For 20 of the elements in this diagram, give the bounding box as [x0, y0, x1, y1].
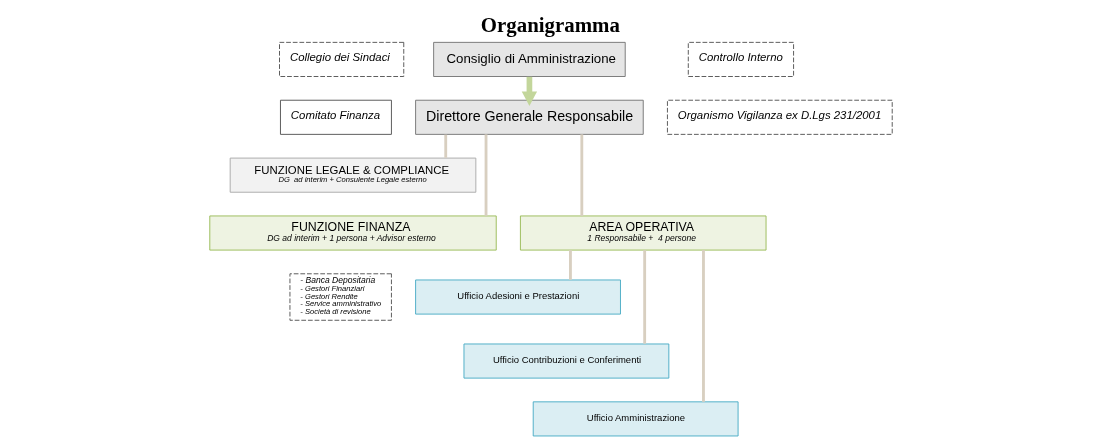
node-box: - Banca Depositaria - Gestori Finanziari - Gestori Rendite - Service amministrativo - Società di revisione [288, 273, 392, 321]
node-box: Consiglio di Amministrazione [432, 41, 626, 77]
node-box: Controllo Interno [687, 41, 794, 77]
node-box: Collegio dei Sindaci [278, 41, 404, 77]
connector [443, 134, 447, 158]
connector [701, 250, 705, 402]
node-box: Ufficio Adesioni e Prestazioni [414, 279, 621, 315]
node-box: FUNZIONE LEGALE & COMPLIANCE DG ad interim + Consulente Legale esterno [229, 157, 476, 193]
connector [484, 134, 487, 216]
node-box: Organismo Vigilanza ex D.Lgs 231/2001 [666, 99, 893, 135]
node-box: AREA OPERATIVA 1 Responsabile + 4 persone [519, 215, 767, 251]
connector [642, 250, 646, 344]
node-box: Direttore Generale Responsabile [414, 99, 644, 135]
node-box: Ufficio Contribuzioni e Conferimenti [463, 343, 669, 379]
node-box: FUNZIONE FINANZA DG ad interim + 1 persona + Advisor esterno [208, 215, 497, 251]
diagram-title: Organigramma [480, 12, 620, 37]
connector [568, 250, 572, 280]
node-box: Ufficio Amministrazione [532, 401, 739, 437]
connector [579, 134, 583, 216]
node-box: Comitato Finanza [279, 99, 392, 135]
